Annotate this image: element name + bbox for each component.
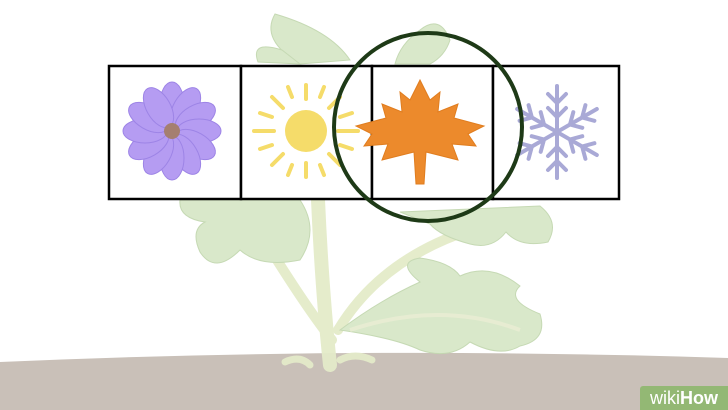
plant-stem bbox=[311, 193, 337, 372]
flower-center bbox=[164, 123, 180, 139]
highlight-circle bbox=[332, 31, 524, 223]
plant-leaf bbox=[338, 257, 543, 355]
sun-icon bbox=[252, 83, 360, 179]
ground bbox=[0, 352, 728, 410]
snowflake-icon bbox=[515, 84, 599, 180]
plant-stem bbox=[281, 352, 376, 369]
plant-leaf bbox=[399, 205, 553, 246]
plant-leaf bbox=[270, 13, 351, 65]
maple-leaf-icon bbox=[354, 78, 486, 185]
purple-flower-icon bbox=[122, 81, 222, 181]
watermark-wiki: wiki bbox=[650, 387, 680, 408]
plant-leaf bbox=[256, 46, 302, 65]
watermark-how: How bbox=[680, 387, 718, 408]
plant-stem bbox=[333, 225, 475, 335]
plant-leaf bbox=[179, 199, 311, 264]
plant-leaf-vein bbox=[349, 313, 521, 332]
plant-leaf bbox=[394, 23, 451, 65]
